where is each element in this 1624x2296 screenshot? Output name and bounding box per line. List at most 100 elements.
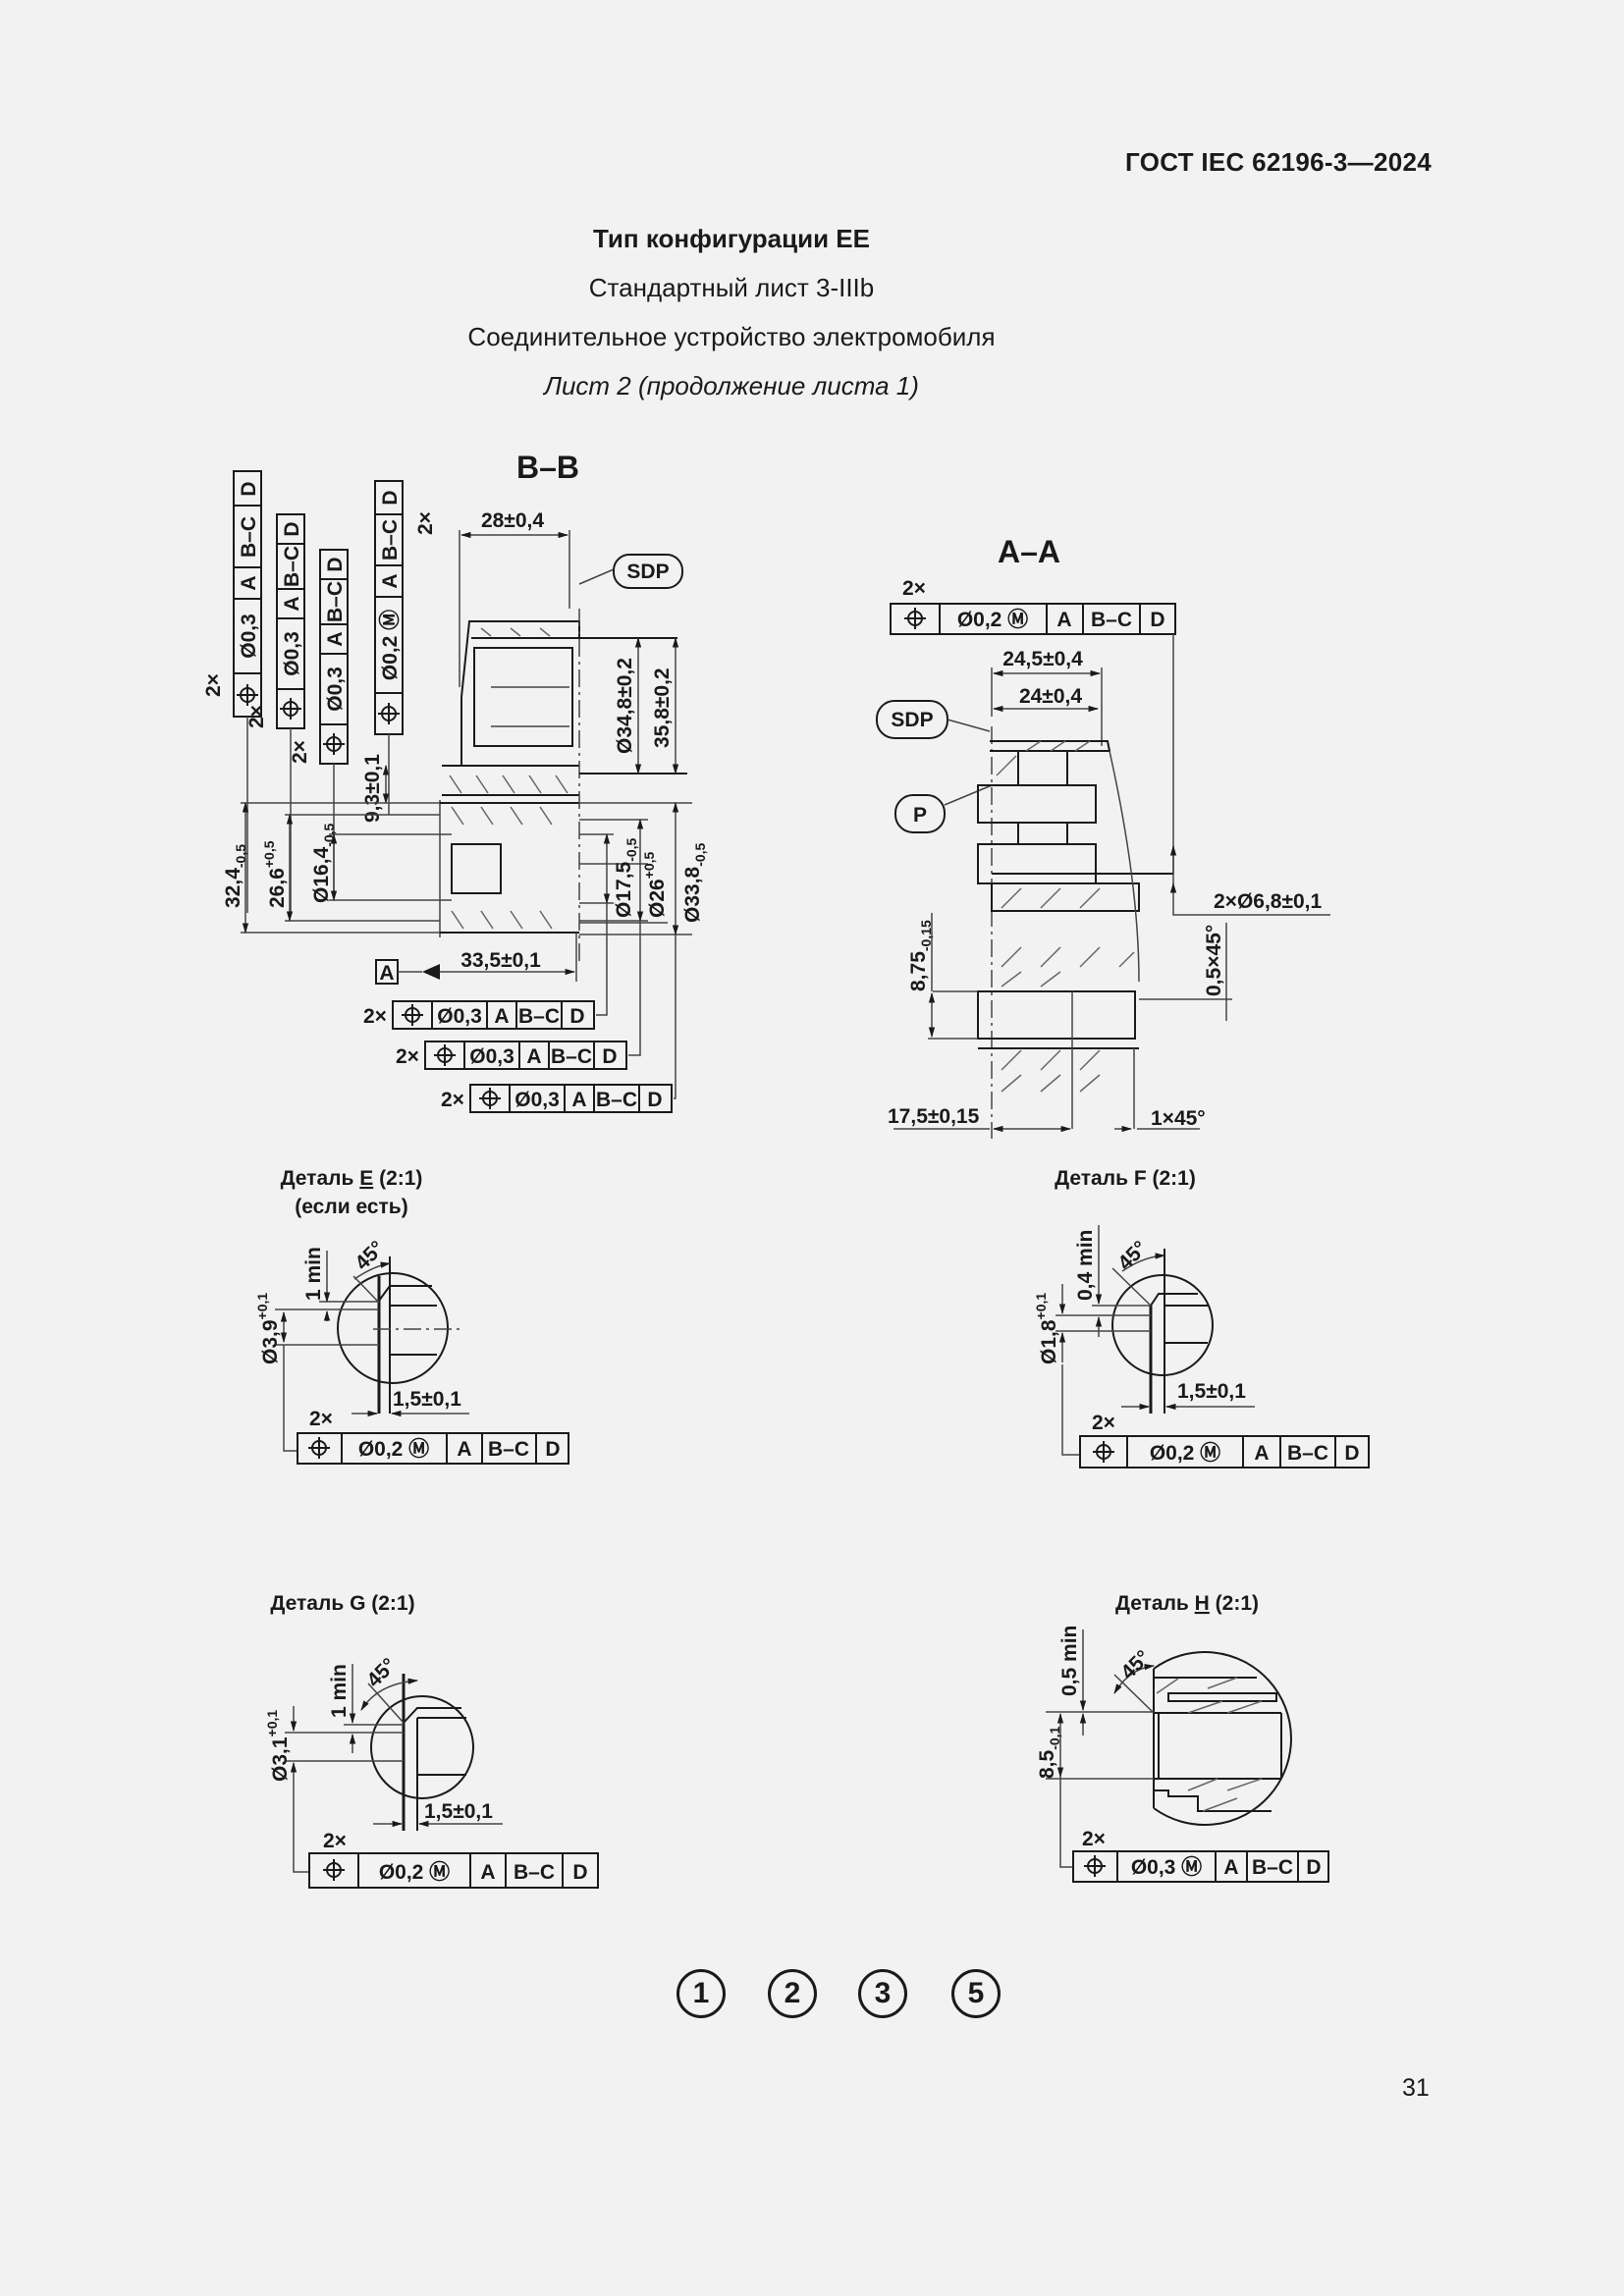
fcf-horizontal-2: 2× Ø0,3 A B–C D [396, 1041, 627, 1070]
svg-text:A: A [457, 1438, 471, 1461]
section-bb: B–B Ø0,3 A B–C D 2× Ø0,3 A B–C D 2× [202, 450, 708, 1113]
svg-text:Ø0,3 Ⓜ: Ø0,3 Ⓜ [1131, 1855, 1202, 1879]
svg-text:Ø1,8+0,1: Ø1,8+0,1 [1033, 1293, 1060, 1364]
detail-g: Деталь G (2:1) 1 min Ø3,1+0,1 45° 1,5±0,… [264, 1592, 599, 1889]
svg-text:B–C: B–C [488, 1438, 529, 1461]
svg-text:B–C: B–C [238, 516, 260, 558]
svg-text:17,5±0,15: 17,5±0,15 [888, 1105, 980, 1128]
svg-text:D: D [602, 1045, 617, 1068]
svg-text:A: A [571, 1089, 586, 1111]
svg-text:Ø3,9+0,1: Ø3,9+0,1 [254, 1293, 282, 1364]
svg-text:Ø0,2 Ⓜ: Ø0,2 Ⓜ [358, 1437, 429, 1461]
standard-code: ГОСТ IEC 62196-3—2024 [1125, 147, 1432, 177]
section-aa-body [977, 726, 1173, 1139]
svg-text:26,6+0,5: 26,6+0,5 [261, 840, 289, 908]
svg-text:45°: 45° [351, 1237, 389, 1275]
svg-text:Ø0,2 Ⓜ: Ø0,2 Ⓜ [378, 610, 402, 680]
svg-text:24±0,4: 24±0,4 [1019, 685, 1082, 708]
detail-g-title: Деталь G (2:1) [270, 1592, 414, 1615]
page-number: 31 [1402, 2074, 1430, 2102]
svg-text:Ø17,5-0,5: Ø17,5-0,5 [613, 837, 639, 918]
svg-text:2×: 2× [323, 1830, 347, 1852]
svg-text:Ø0,3: Ø0,3 [281, 631, 303, 676]
svg-text:B–C: B–C [379, 519, 402, 561]
svg-text:A: A [238, 575, 260, 590]
svg-text:Ø3,1+0,1: Ø3,1+0,1 [264, 1710, 292, 1782]
svg-text:Ø33,8-0,5: Ø33,8-0,5 [681, 842, 708, 923]
svg-text:Ø34,8±0,2: Ø34,8±0,2 [614, 658, 636, 754]
fcf-vertical-4: Ø0,2 Ⓜ A B–C D [374, 480, 404, 735]
svg-text:Ø0,3: Ø0,3 [514, 1089, 560, 1111]
svg-text:2×: 2× [363, 1005, 387, 1028]
svg-text:1 min: 1 min [328, 1664, 351, 1718]
svg-text:1 min: 1 min [302, 1247, 325, 1301]
standard-sheet-title: Стандартный лист 3-IIIb [588, 273, 875, 302]
svg-text:B–C: B–C [324, 581, 347, 622]
svg-text:Ø0,3: Ø0,3 [437, 1005, 482, 1028]
svg-text:A: A [324, 631, 347, 646]
svg-text:A: A [494, 1005, 509, 1028]
svg-text:A: A [281, 596, 303, 611]
svg-text:D: D [569, 1005, 584, 1028]
applicability-number-1: 1 [677, 1969, 726, 2018]
fcf-vertical-2: Ø0,3 A B–C D 2× [245, 513, 305, 729]
svg-text:D: D [1306, 1856, 1321, 1879]
svg-text:1×45°: 1×45° [1151, 1107, 1206, 1130]
config-type-title: Тип конфигурации ЕЕ [593, 224, 870, 253]
detail-e-title: Деталь E (2:1) [281, 1167, 423, 1190]
svg-text:D: D [324, 557, 347, 571]
svg-text:A: A [1056, 609, 1071, 631]
detail-f-title: Деталь F (2:1) [1055, 1167, 1196, 1190]
svg-text:D: D [572, 1861, 587, 1884]
svg-text:Ø0,3: Ø0,3 [238, 614, 260, 659]
svg-text:2×: 2× [289, 740, 311, 764]
svg-text:(если есть): (если есть) [295, 1196, 407, 1218]
applicability-number-5: 5 [951, 1969, 1001, 2018]
svg-text:45°: 45° [1113, 1237, 1152, 1275]
fcf-horizontal-3: 2× Ø0,3 A B–C D [441, 1084, 673, 1113]
svg-text:Ø0,2 Ⓜ: Ø0,2 Ⓜ [1150, 1441, 1220, 1465]
svg-text:45°: 45° [1116, 1646, 1155, 1684]
device-title: Соединительное устройство электромобиля [467, 322, 996, 351]
svg-text:2×: 2× [202, 673, 225, 697]
fcf-aa: Ø0,2 Ⓜ A B–C D [890, 603, 1176, 635]
svg-text:A: A [480, 1861, 495, 1884]
svg-text:D: D [1344, 1442, 1359, 1465]
fcf-horizontal-1: 2× Ø0,3 A B–C D [363, 1000, 595, 1030]
svg-text:2×: 2× [1082, 1828, 1106, 1850]
section-bb-body [439, 609, 687, 962]
svg-text:D: D [379, 490, 402, 505]
svg-text:A: A [379, 573, 402, 588]
svg-text:A: A [1223, 1856, 1238, 1879]
section-aa-title: A–A [998, 534, 1060, 569]
svg-text:D: D [647, 1089, 662, 1111]
svg-text:B–C: B–C [1287, 1442, 1328, 1465]
svg-text:0,5 min: 0,5 min [1058, 1626, 1081, 1696]
callout-p: P [913, 804, 927, 827]
svg-text:45°: 45° [362, 1654, 401, 1692]
svg-text:Ø0,3: Ø0,3 [324, 667, 347, 712]
svg-text:2×: 2× [309, 1408, 333, 1430]
svg-text:Ø0,3: Ø0,3 [469, 1045, 514, 1068]
callout-sdp-bb: SDP [626, 561, 669, 583]
svg-text:0,4 min: 0,4 min [1074, 1230, 1097, 1301]
svg-text:D: D [238, 481, 260, 496]
svg-text:8,5-0,1: 8,5-0,1 [1036, 1726, 1062, 1779]
svg-text:2×: 2× [414, 511, 437, 535]
svg-text:D: D [281, 521, 303, 536]
svg-text:24,5±0,4: 24,5±0,4 [1002, 648, 1083, 670]
svg-text:2×: 2× [1092, 1412, 1115, 1434]
svg-text:2×: 2× [902, 577, 926, 600]
svg-text:2×: 2× [441, 1089, 464, 1111]
svg-text:D: D [545, 1438, 560, 1461]
svg-text:B–C: B–C [1252, 1856, 1293, 1879]
svg-text:B–C: B–C [596, 1089, 637, 1111]
sheet-subtitle: Лист 2 (продолжение листа 1) [544, 371, 919, 400]
callout-sdp-aa: SDP [891, 709, 933, 731]
svg-text:Ø0,2 Ⓜ: Ø0,2 Ⓜ [379, 1860, 450, 1884]
fcf-vertical-3: Ø0,3 A B–C D 2× [289, 549, 349, 765]
svg-text:2×: 2× [396, 1045, 419, 1068]
svg-text:1,5±0,1: 1,5±0,1 [424, 1800, 493, 1823]
applicability-number-2: 2 [768, 1969, 817, 2018]
